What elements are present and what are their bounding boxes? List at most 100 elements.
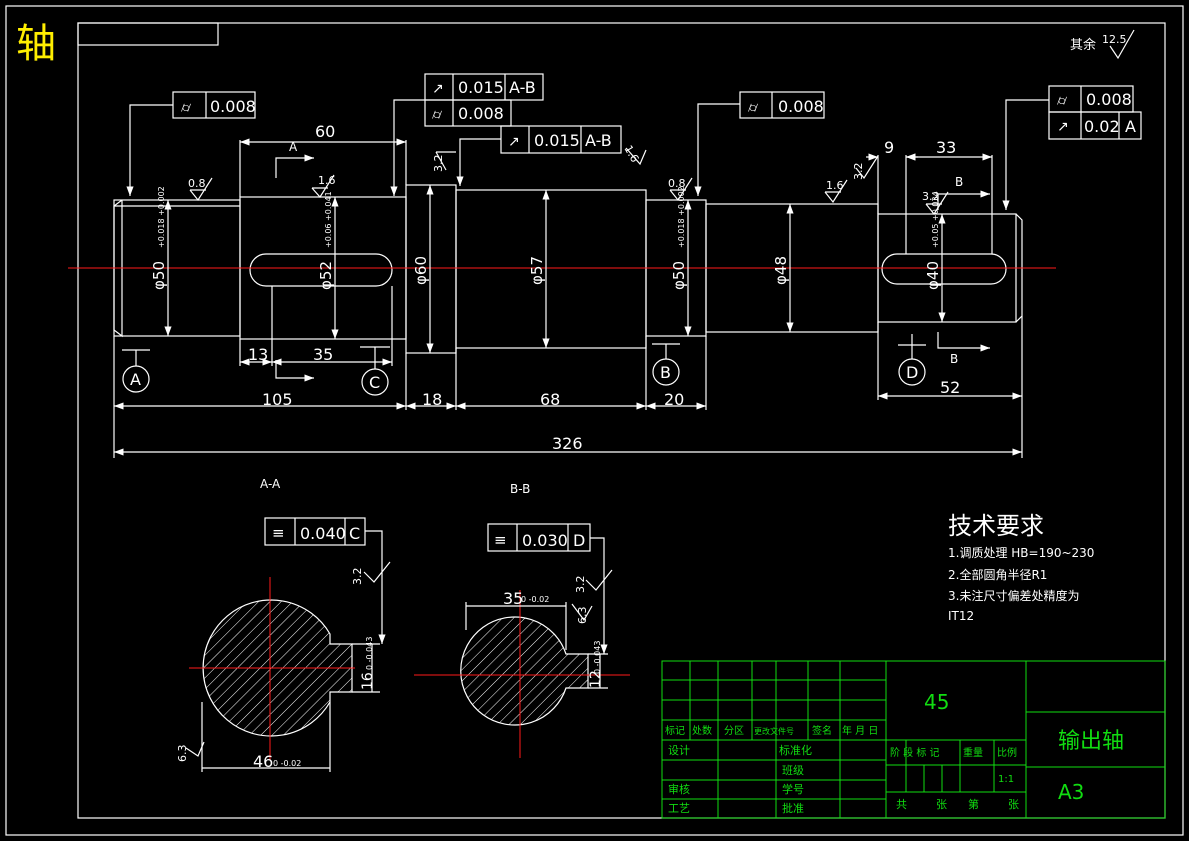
aa-key-tol: 0 -0.043: [365, 637, 374, 670]
aa-key-dim: 16: [360, 672, 376, 690]
dim-13: 13: [248, 345, 268, 364]
tb-sheet-1: 张: [936, 798, 947, 811]
tb-material: 45: [924, 690, 949, 714]
roughness-3.2c: 3.2: [922, 190, 940, 203]
tb-scale: 比例: [997, 746, 1017, 759]
roughness-3.2b: 3.2: [852, 163, 865, 181]
tb-designer: 设计: [668, 744, 690, 757]
aa-width-tol: 0 -0.02: [273, 759, 301, 768]
tb-hdr-3: 更改文件号: [754, 726, 794, 736]
roughness-general: 12.5: [1102, 33, 1127, 46]
fcf-2: ↗ 0.015 A-B ⌭ 0.008: [390, 73, 544, 196]
dim-dia50-tol: +0.018 +0.002: [157, 186, 166, 248]
fcf-3-value: 0.015: [534, 131, 580, 150]
dim-dia57: φ57: [528, 256, 546, 285]
bb-fcf-datum: D: [573, 531, 585, 550]
fcf-4-symbol: ⌭: [748, 100, 758, 116]
fcf-5b-value: 0.02: [1084, 117, 1120, 136]
dim-9: 9: [884, 138, 894, 157]
dim-dia60: φ60: [412, 256, 430, 285]
section-bb-title: B-B: [510, 482, 530, 496]
tb-class: 班级: [782, 764, 804, 777]
roughness-1.6c: 1.6: [826, 179, 844, 192]
aa-fcf-datum: C: [349, 524, 360, 543]
tb-hdr-1: 处数: [692, 724, 712, 737]
keyway-b: [881, 253, 1007, 285]
roughness-symbol: [1109, 29, 1135, 60]
dim-dia48: φ48: [772, 256, 790, 285]
tech-item-2: 2.全部圆角半径R1: [948, 567, 1047, 582]
tech-item-1: 1.调质处理 HB=190~230: [948, 546, 1094, 560]
bb-key-tol: 0 -0.043: [593, 641, 602, 674]
dim-68: 68: [540, 390, 560, 409]
shaft-profile: [113, 184, 1023, 354]
bb-width-tol: 0 -0.02: [521, 595, 549, 604]
tech-title: 技术要求: [948, 512, 1044, 540]
fcf-5-value: 0.008: [1086, 90, 1132, 109]
aa-fcf-value: 0.040: [300, 524, 346, 543]
bb-fcf-value: 0.030: [522, 531, 568, 550]
bb-roughness-6.3: 6.3: [576, 607, 589, 625]
aa-roughness-3.2: 3.2: [351, 568, 364, 586]
section-bb: ≡ 0.030 D 12 0 -0.043 35 0 -0.02 3.2 6.3: [414, 523, 630, 758]
tb-format: A3: [1058, 780, 1084, 804]
dim-dia52: φ52: [317, 261, 335, 290]
dim-dia40: φ40: [924, 261, 942, 290]
tb-scale-value: 1:1: [998, 774, 1014, 785]
roughness-3.2a: 3.2: [432, 155, 445, 173]
dim-326: 326: [552, 434, 583, 453]
bb-fcf-symbol: ≡: [494, 531, 507, 549]
dim-60: 60: [315, 122, 335, 141]
fcf-2b-value: 0.008: [458, 104, 504, 123]
dim-105: 105: [262, 390, 293, 409]
tech-item-4: IT12: [948, 609, 974, 623]
fcf-2-value: 0.015: [458, 78, 504, 97]
datum-d: D: [906, 363, 918, 382]
dim-35: 35: [313, 345, 333, 364]
tb-hdr-0: 标记: [665, 725, 685, 737]
dim-dia50b-tol: +0.018 +0.002: [677, 186, 686, 248]
datum-a: A: [130, 370, 141, 389]
tb-hdr-5: 年 月 日: [842, 724, 878, 737]
fcf-1-symbol: ⌭: [181, 100, 191, 116]
dim-dia50b: φ50: [670, 261, 688, 290]
dim-52: 52: [940, 378, 960, 397]
datum-b: B: [660, 363, 671, 382]
dim-20: 20: [664, 390, 684, 409]
bb-roughness-3.2: 3.2: [574, 576, 587, 594]
aa-fcf-symbol: ≡: [272, 524, 285, 542]
roughness-0.8a: 0.8: [188, 177, 206, 190]
fcf-5b-datum: A: [1125, 117, 1136, 136]
fcf-3-symbol: ↗: [508, 134, 520, 150]
roughness-1.6a: 1.6: [318, 174, 336, 187]
inner-border: [77, 22, 1166, 819]
section-mark-a: A: [289, 140, 298, 154]
tb-hdr-4: 签名: [812, 724, 832, 737]
fcf-5: ⌭ 0.008 ↗ 0.02 A: [1002, 85, 1142, 210]
tb-weight: 重量: [963, 746, 983, 759]
tb-craft: 工艺: [668, 802, 690, 815]
tb-sheet-0: 共: [896, 798, 907, 811]
section-aa-title: A-A: [260, 477, 281, 491]
tb-sheet-3: 张: [1008, 798, 1019, 811]
fcf-2-datum: A-B: [509, 78, 536, 97]
section-mark-b-top: B: [955, 175, 963, 189]
roughness-prefix: 其余: [1070, 37, 1096, 53]
dim-dia40-tol: +0.05 +0.034: [931, 191, 940, 248]
tb-approve: 批准: [782, 801, 804, 815]
keyway-a: [249, 253, 393, 287]
bb-width-dim: 35: [503, 589, 523, 608]
fcf-5b-symbol: ↗: [1057, 119, 1069, 135]
tb-student-id: 学号: [782, 782, 804, 796]
fcf-4-value: 0.008: [778, 97, 824, 116]
fcf-1: ⌭ 0.008: [126, 91, 256, 196]
tb-hdr-2: 分区: [724, 725, 744, 737]
fcf-5-symbol: ⌭: [1057, 93, 1067, 109]
fcf-1-value: 0.008: [210, 97, 256, 116]
section-aa: ≡ 0.040 C 16 0 -0.043 46 0 -0.02 3.2 6.3: [176, 517, 391, 772]
roughness-0.8b: 0.8: [668, 177, 686, 190]
tech-item-3: 3.未注尺寸偏差处精度为: [948, 588, 1079, 603]
title-block: 45 输出轴 A3 标记 处数 分区 更改文件号 签名 年 月 日 设计 标准化…: [661, 660, 1166, 819]
